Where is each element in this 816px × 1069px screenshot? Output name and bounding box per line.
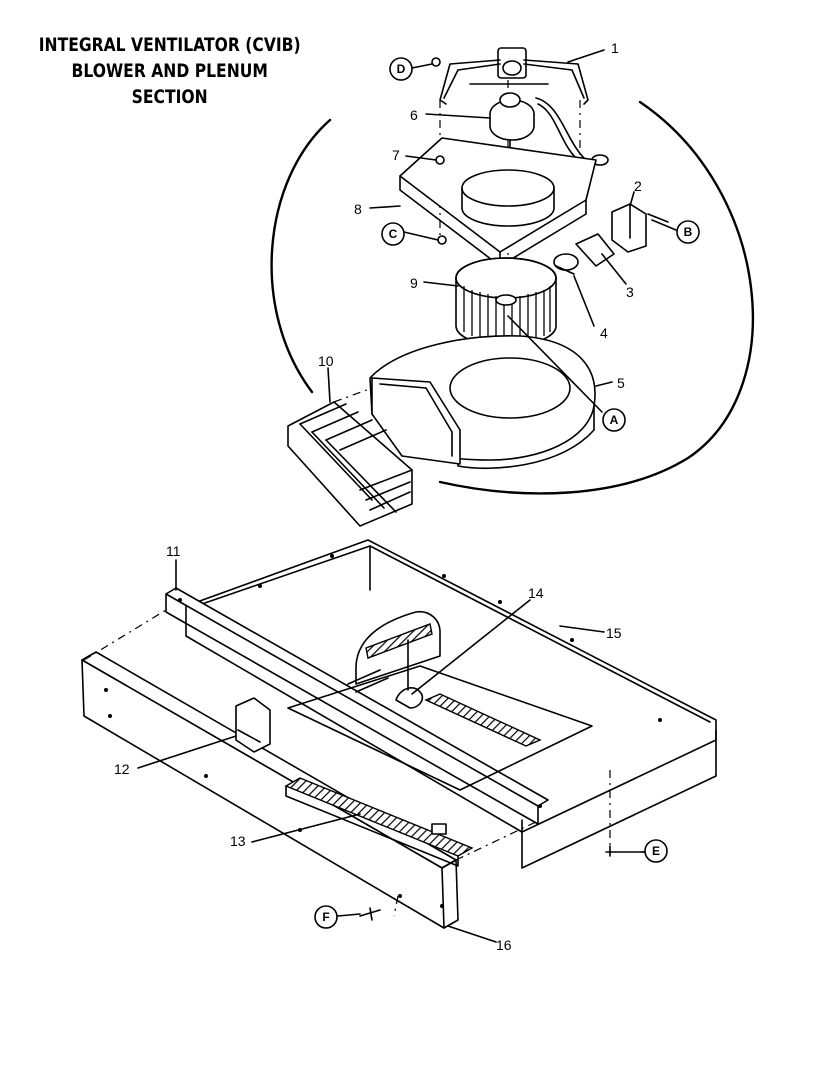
- part-number: 8: [354, 201, 362, 217]
- alignment-line-f: [393, 895, 399, 917]
- part-number: 13: [230, 833, 246, 849]
- front-rail: [165, 587, 549, 825]
- callout-d: D: [389, 57, 413, 81]
- plenum-plate: [399, 137, 597, 267]
- part-number: 11: [166, 543, 181, 559]
- callout-a: A: [602, 408, 626, 432]
- blower-motor: [489, 92, 609, 166]
- duct-transition: [287, 387, 413, 527]
- alignment-line-right: [455, 819, 541, 861]
- blower-wheel: [455, 257, 557, 347]
- callout-c: C: [381, 222, 405, 246]
- svg-text:D: D: [397, 62, 406, 76]
- part-number: 14: [528, 585, 544, 601]
- part-number: 4: [600, 325, 608, 341]
- title-line-1: INTEGRAL VENTILATOR (CVIB): [38, 34, 301, 56]
- capacitor-parts: [553, 203, 669, 275]
- callout-e: E: [644, 839, 668, 863]
- diagram-title: INTEGRAL VENTILATOR (CVIB) BLOWER AND PL…: [18, 32, 321, 110]
- blower-housing: [369, 334, 596, 470]
- svg-text:F: F: [322, 910, 329, 924]
- svg-text:A: A: [610, 413, 619, 427]
- svg-text:C: C: [389, 227, 398, 241]
- svg-text:B: B: [684, 225, 693, 239]
- plenum-pan: [185, 539, 717, 869]
- alignment-line-left: [83, 609, 167, 661]
- part-number: 3: [626, 284, 634, 300]
- title-line-3: SECTION: [131, 86, 208, 108]
- part-number-labels: 1 2 3 4 5 6 7 8 9 10 11 12 13 14 15 16: [114, 40, 642, 953]
- leader-lines: [137, 49, 677, 943]
- part-number: 15: [606, 625, 622, 641]
- assembly-boundary-arc-left: [270, 118, 332, 394]
- part-number: 16: [496, 937, 512, 953]
- part-number: 7: [392, 147, 400, 163]
- part-number: 10: [318, 353, 334, 369]
- part-number: 1: [611, 40, 619, 56]
- grease-filter: [284, 777, 474, 867]
- callout-circles: A B C D E F: [314, 57, 700, 929]
- blower-assembly-group: [270, 47, 754, 527]
- part-number: 6: [410, 107, 418, 123]
- assembly-boundary-arc-right: [438, 100, 754, 495]
- part-number: 12: [114, 761, 130, 777]
- motor-mount-bracket: [431, 47, 589, 105]
- screw-e: [605, 845, 645, 857]
- callout-f: F: [314, 905, 338, 929]
- callout-b: B: [676, 220, 700, 244]
- svg-text:E: E: [652, 844, 660, 858]
- plenum-opening: [287, 610, 593, 791]
- title-line-2: BLOWER AND PLENUM: [71, 60, 268, 82]
- screw-f: [359, 907, 381, 921]
- part-number: 5: [617, 375, 625, 391]
- part-number: 9: [410, 275, 418, 291]
- plenum-assembly-group: [81, 539, 717, 929]
- part-number: 2: [634, 178, 642, 194]
- hanger-bracket: [235, 697, 271, 753]
